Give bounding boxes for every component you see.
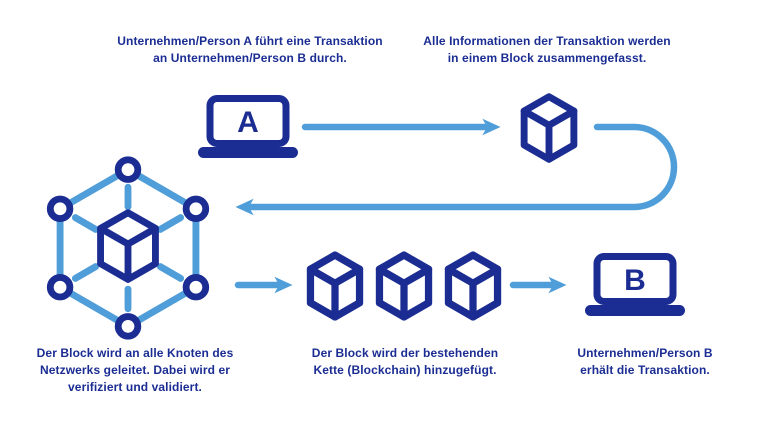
network-spokes: [71, 183, 185, 313]
laptop-b-label: B: [624, 264, 646, 297]
caption-line: verifiziert und validiert.: [68, 380, 202, 394]
cube-block-icon: [516, 93, 582, 163]
caption-line: Alle Informationen der Transaktion werde…: [423, 34, 671, 48]
three-cubes-blockchain-icon: [305, 249, 503, 323]
network-nodes-icon: [30, 150, 226, 346]
laptop-a-label: A: [237, 106, 259, 139]
caption-line: in einem Block zusammengefasst.: [447, 51, 647, 65]
network-nodes: [46, 156, 210, 340]
caption-line: Kette (Blockchain) hinzugefügt.: [313, 363, 497, 377]
caption-transaction-received: Unternehmen/Person B erhält die Transakt…: [525, 345, 765, 379]
caption-chain-append: Der Block wird der bestehenden Kette (Bl…: [285, 345, 525, 379]
arrow-block-to-network-uturn: [235, 123, 678, 216]
chain-cube-icon: [306, 251, 364, 321]
laptop-b-icon: B: [585, 253, 685, 317]
chain-cube-icon: [444, 251, 502, 321]
caption-block-creation: Alle Informationen der Transaktion werde…: [397, 33, 697, 67]
caption-network-validation: Der Block wird an alle Knoten des Netzwe…: [15, 345, 255, 396]
caption-line: erhält die Transaktion.: [580, 363, 710, 377]
network-center-cube-icon: [97, 209, 159, 283]
caption-line: Unternehmen/Person B: [577, 346, 713, 360]
caption-line: Der Block wird der bestehenden: [311, 346, 499, 360]
caption-line: Unternehmen/Person A führt eine Transakt…: [117, 34, 383, 48]
caption-line: an Unternehmen/Person B durch.: [153, 51, 347, 65]
chain-cube-icon: [375, 251, 433, 321]
caption-line: Netzwerks geleitet. Dabei wird er: [39, 363, 231, 377]
caption-transaction-start: Unternehmen/Person A führt eine Transakt…: [40, 33, 460, 67]
caption-line: Der Block wird an alle Knoten des: [36, 346, 234, 360]
